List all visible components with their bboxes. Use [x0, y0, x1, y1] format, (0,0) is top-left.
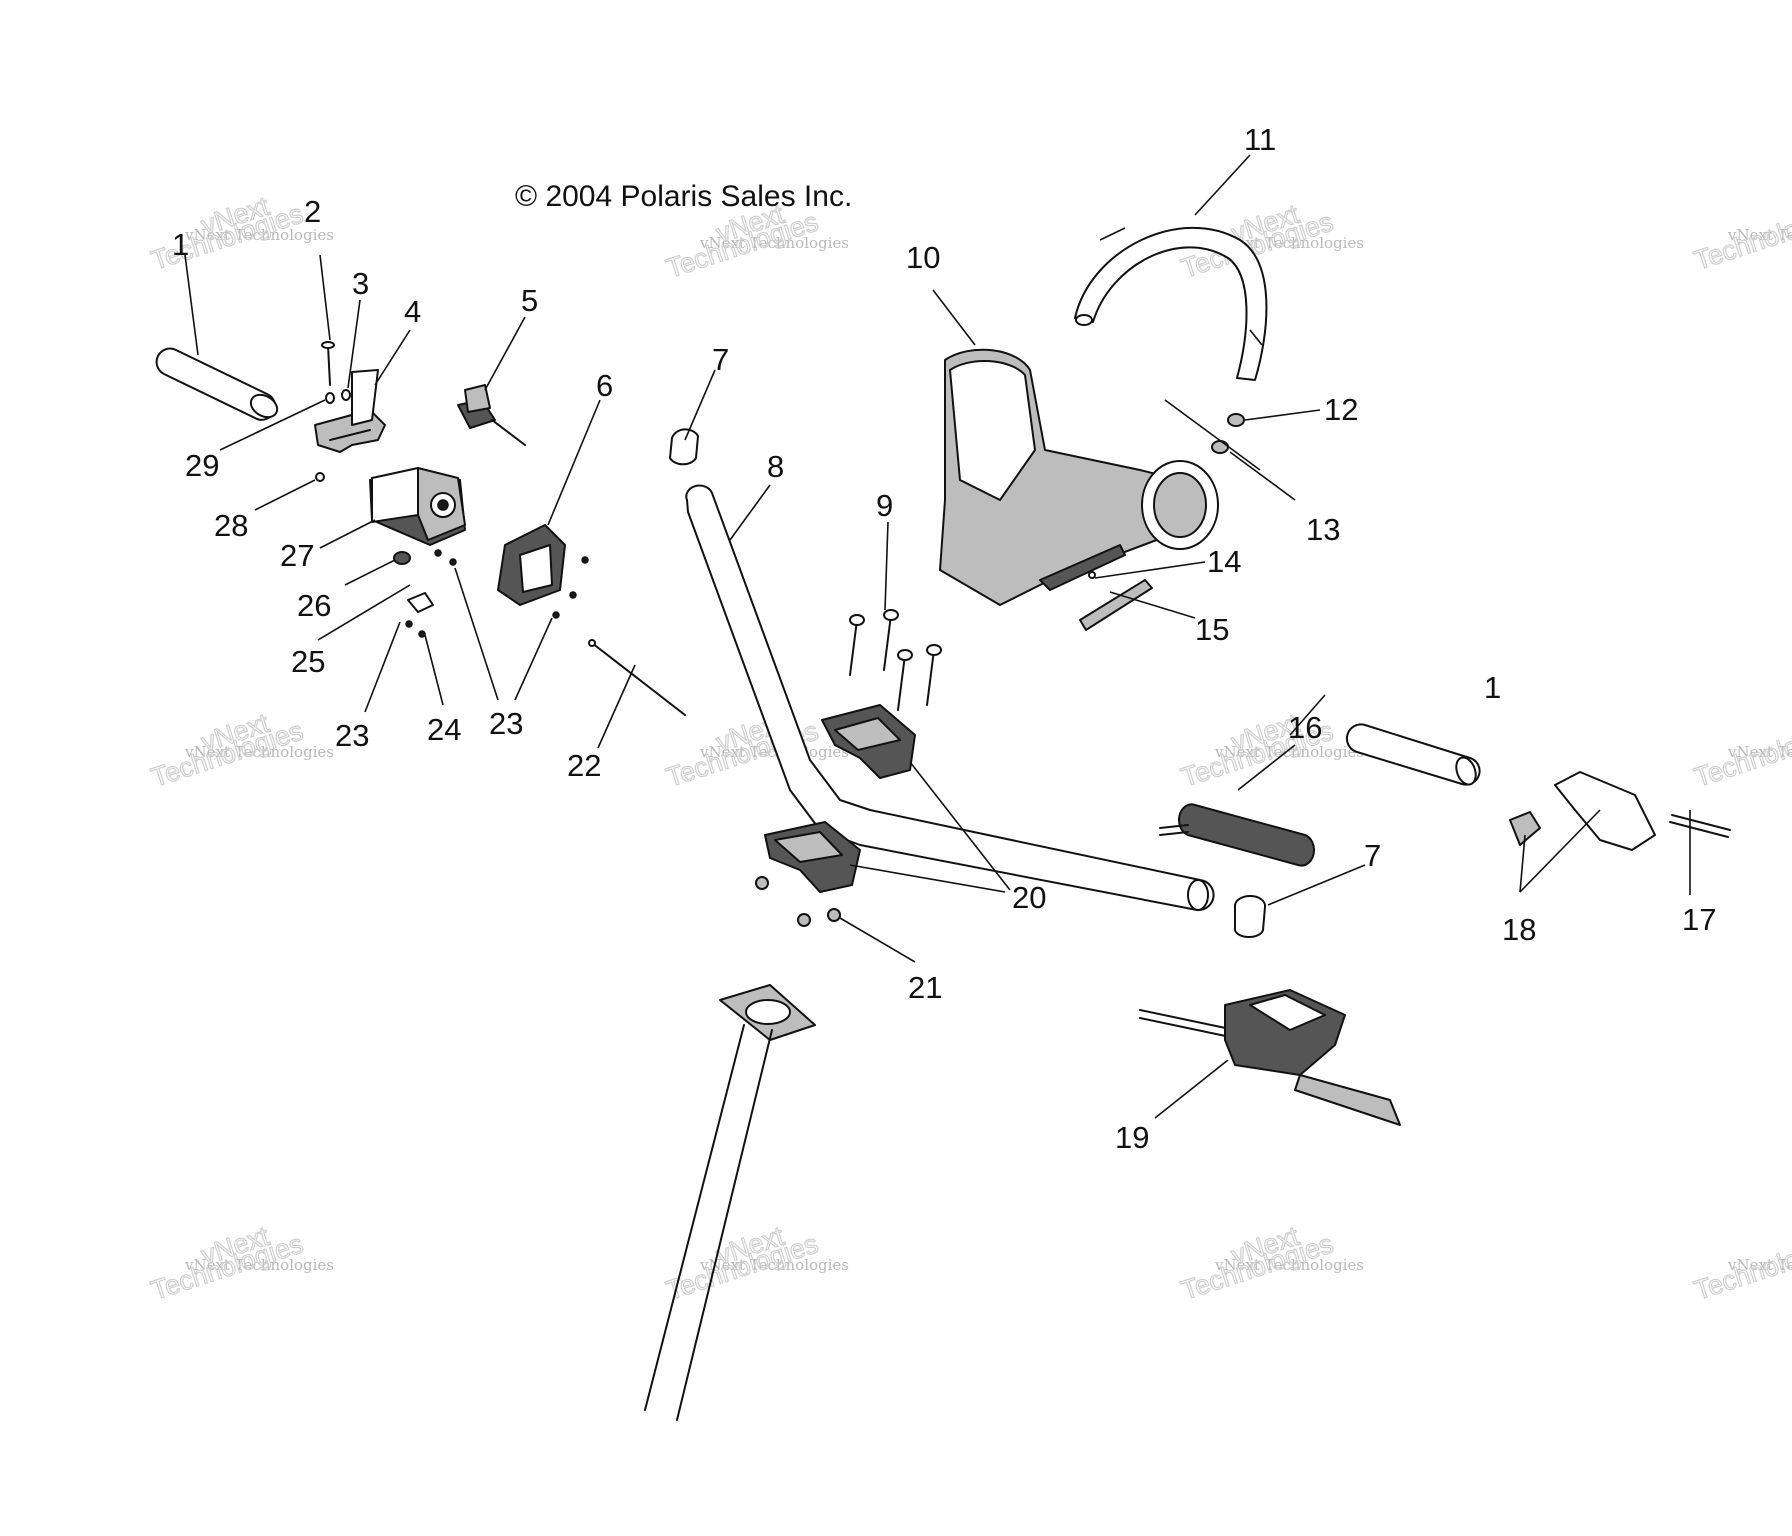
- watermark: vNext Technologies vNext Technologies: [147, 707, 334, 793]
- callout-9: 9: [876, 488, 893, 523]
- axis-line: [1164, 399, 1261, 471]
- part-10-headlight-pod[interactable]: [939, 348, 1219, 606]
- part-23-screw[interactable]: [449, 558, 457, 566]
- part-1-grip-right[interactable]: [1345, 723, 1481, 787]
- callout-5: 5: [521, 283, 538, 318]
- callout-12: 12: [1324, 392, 1358, 427]
- part-14-fastener[interactable]: [1088, 571, 1096, 579]
- part-25-screw[interactable]: [434, 549, 442, 557]
- callout-19: 19: [1115, 1120, 1149, 1155]
- callout-labels: 1 2 3 4 5 6 7 8 9 10 11 12 13 14 15 1 16…: [172, 122, 1716, 1155]
- callout-11: 11: [1244, 122, 1276, 157]
- part-26-cap[interactable]: [393, 551, 411, 565]
- watermark: vNext Technologies vNext Technologies: [1177, 1220, 1364, 1306]
- callout-26: 26: [297, 588, 331, 623]
- steering-post[interactable]: [644, 984, 816, 1421]
- part-27-switch-housing[interactable]: [369, 467, 466, 546]
- watermark-text: vNext Technologies: [184, 743, 334, 761]
- part-29-washer[interactable]: [325, 392, 335, 404]
- watermark-text: vNext Technologies: [1214, 234, 1364, 252]
- watermark-text: vNext Technologies: [184, 226, 334, 244]
- callout-7: 7: [1364, 838, 1381, 873]
- part-3-washer[interactable]: [341, 389, 351, 401]
- part-5-switch[interactable]: [457, 384, 526, 446]
- part-21-nuts[interactable]: [755, 876, 841, 927]
- part-4-bracket[interactable]: [314, 369, 386, 453]
- callout-2: 2: [304, 194, 321, 229]
- callout-25: 25: [291, 644, 325, 679]
- watermark-text-large: Technologies: [1691, 1228, 1792, 1305]
- callout-7: 7: [712, 342, 729, 377]
- callout-8: 8: [767, 449, 784, 484]
- callout-14: 14: [1207, 544, 1241, 579]
- watermark-text: vNext Technologies: [184, 1256, 334, 1274]
- copyright-notice: © 2004 Polaris Sales Inc.: [515, 180, 852, 213]
- watermark-text: vNext Technologies: [1214, 743, 1364, 761]
- watermark: vNext Technologies vNext Technologies: [1177, 707, 1364, 793]
- watermark-text: vNext Technologies: [1214, 1256, 1364, 1274]
- callout-15: 15: [1195, 612, 1229, 647]
- callout-18: 18: [1502, 912, 1536, 947]
- part-16-throttle-grip[interactable]: [1159, 803, 1315, 867]
- part-20-clamp-top[interactable]: [821, 704, 916, 779]
- part-22-cable[interactable]: [588, 639, 686, 716]
- part-7-end-plug[interactable]: [669, 428, 699, 466]
- watermark-text: vNext Technologies: [1727, 1256, 1792, 1274]
- part-9-bolts[interactable]: [849, 609, 942, 711]
- part-15-connector[interactable]: [1079, 579, 1153, 631]
- callout-17: 17: [1682, 902, 1716, 937]
- watermark-text: vNext Technologies: [1727, 743, 1792, 761]
- callout-6: 6: [596, 368, 613, 403]
- watermark-text: vNext Technologies: [699, 234, 849, 252]
- part-28-nut[interactable]: [315, 472, 325, 482]
- callout-13: 13: [1306, 512, 1340, 547]
- callout-1: 1: [172, 227, 189, 262]
- part-12-nut[interactable]: [1227, 413, 1245, 427]
- part-1-grip-left[interactable]: [155, 347, 282, 422]
- part-18-lever-tip[interactable]: [1509, 771, 1656, 851]
- watermark: vNext Technologies Technologies: [1690, 715, 1792, 793]
- callout-21: 21: [908, 970, 942, 1005]
- watermark-text: vNext Technologies: [1727, 226, 1792, 244]
- callout-23: 23: [489, 706, 523, 741]
- part-2-screw[interactable]: [321, 341, 335, 386]
- callout-20: 20: [1012, 880, 1046, 915]
- watermark-text-large: Technologies: [1691, 715, 1792, 792]
- callout-10: 10: [906, 240, 940, 275]
- watermark-text: vNext Technologies: [699, 1256, 849, 1274]
- part-11-arch-tube[interactable]: [1074, 226, 1268, 381]
- watermark: vNext Technologies Technologies: [1690, 198, 1792, 276]
- callout-28: 28: [214, 508, 248, 543]
- part-17-pin[interactable]: [1669, 814, 1731, 838]
- watermark-text-large: Technologies: [1691, 198, 1792, 275]
- part-20-clamp-bottom[interactable]: [764, 821, 861, 893]
- watermark-text: vNext Technologies: [699, 743, 849, 761]
- part-8-handlebar[interactable]: [685, 484, 1215, 912]
- watermark: vNext Technologies Technologies: [1690, 1228, 1792, 1306]
- part-24-plate[interactable]: [405, 592, 434, 638]
- leader-lines: [184, 154, 1691, 1119]
- callout-22: 22: [567, 748, 601, 783]
- callout-24: 24: [427, 712, 461, 747]
- watermark: vNext Technologies vNext Technologies: [147, 1220, 334, 1306]
- part-19-brake-lever[interactable]: [1139, 989, 1401, 1126]
- callout-3: 3: [352, 266, 369, 301]
- callout-16: 16: [1288, 710, 1322, 745]
- callout-27: 27: [280, 538, 314, 573]
- part-7-end-plug[interactable]: [1233, 894, 1267, 939]
- callout-29: 29: [185, 448, 219, 483]
- callout-4: 4: [404, 294, 421, 329]
- part-6-housing[interactable]: [497, 524, 589, 619]
- callout-1: 1: [1484, 670, 1501, 705]
- callout-23: 23: [335, 718, 369, 753]
- part-13-nut[interactable]: [1211, 440, 1229, 454]
